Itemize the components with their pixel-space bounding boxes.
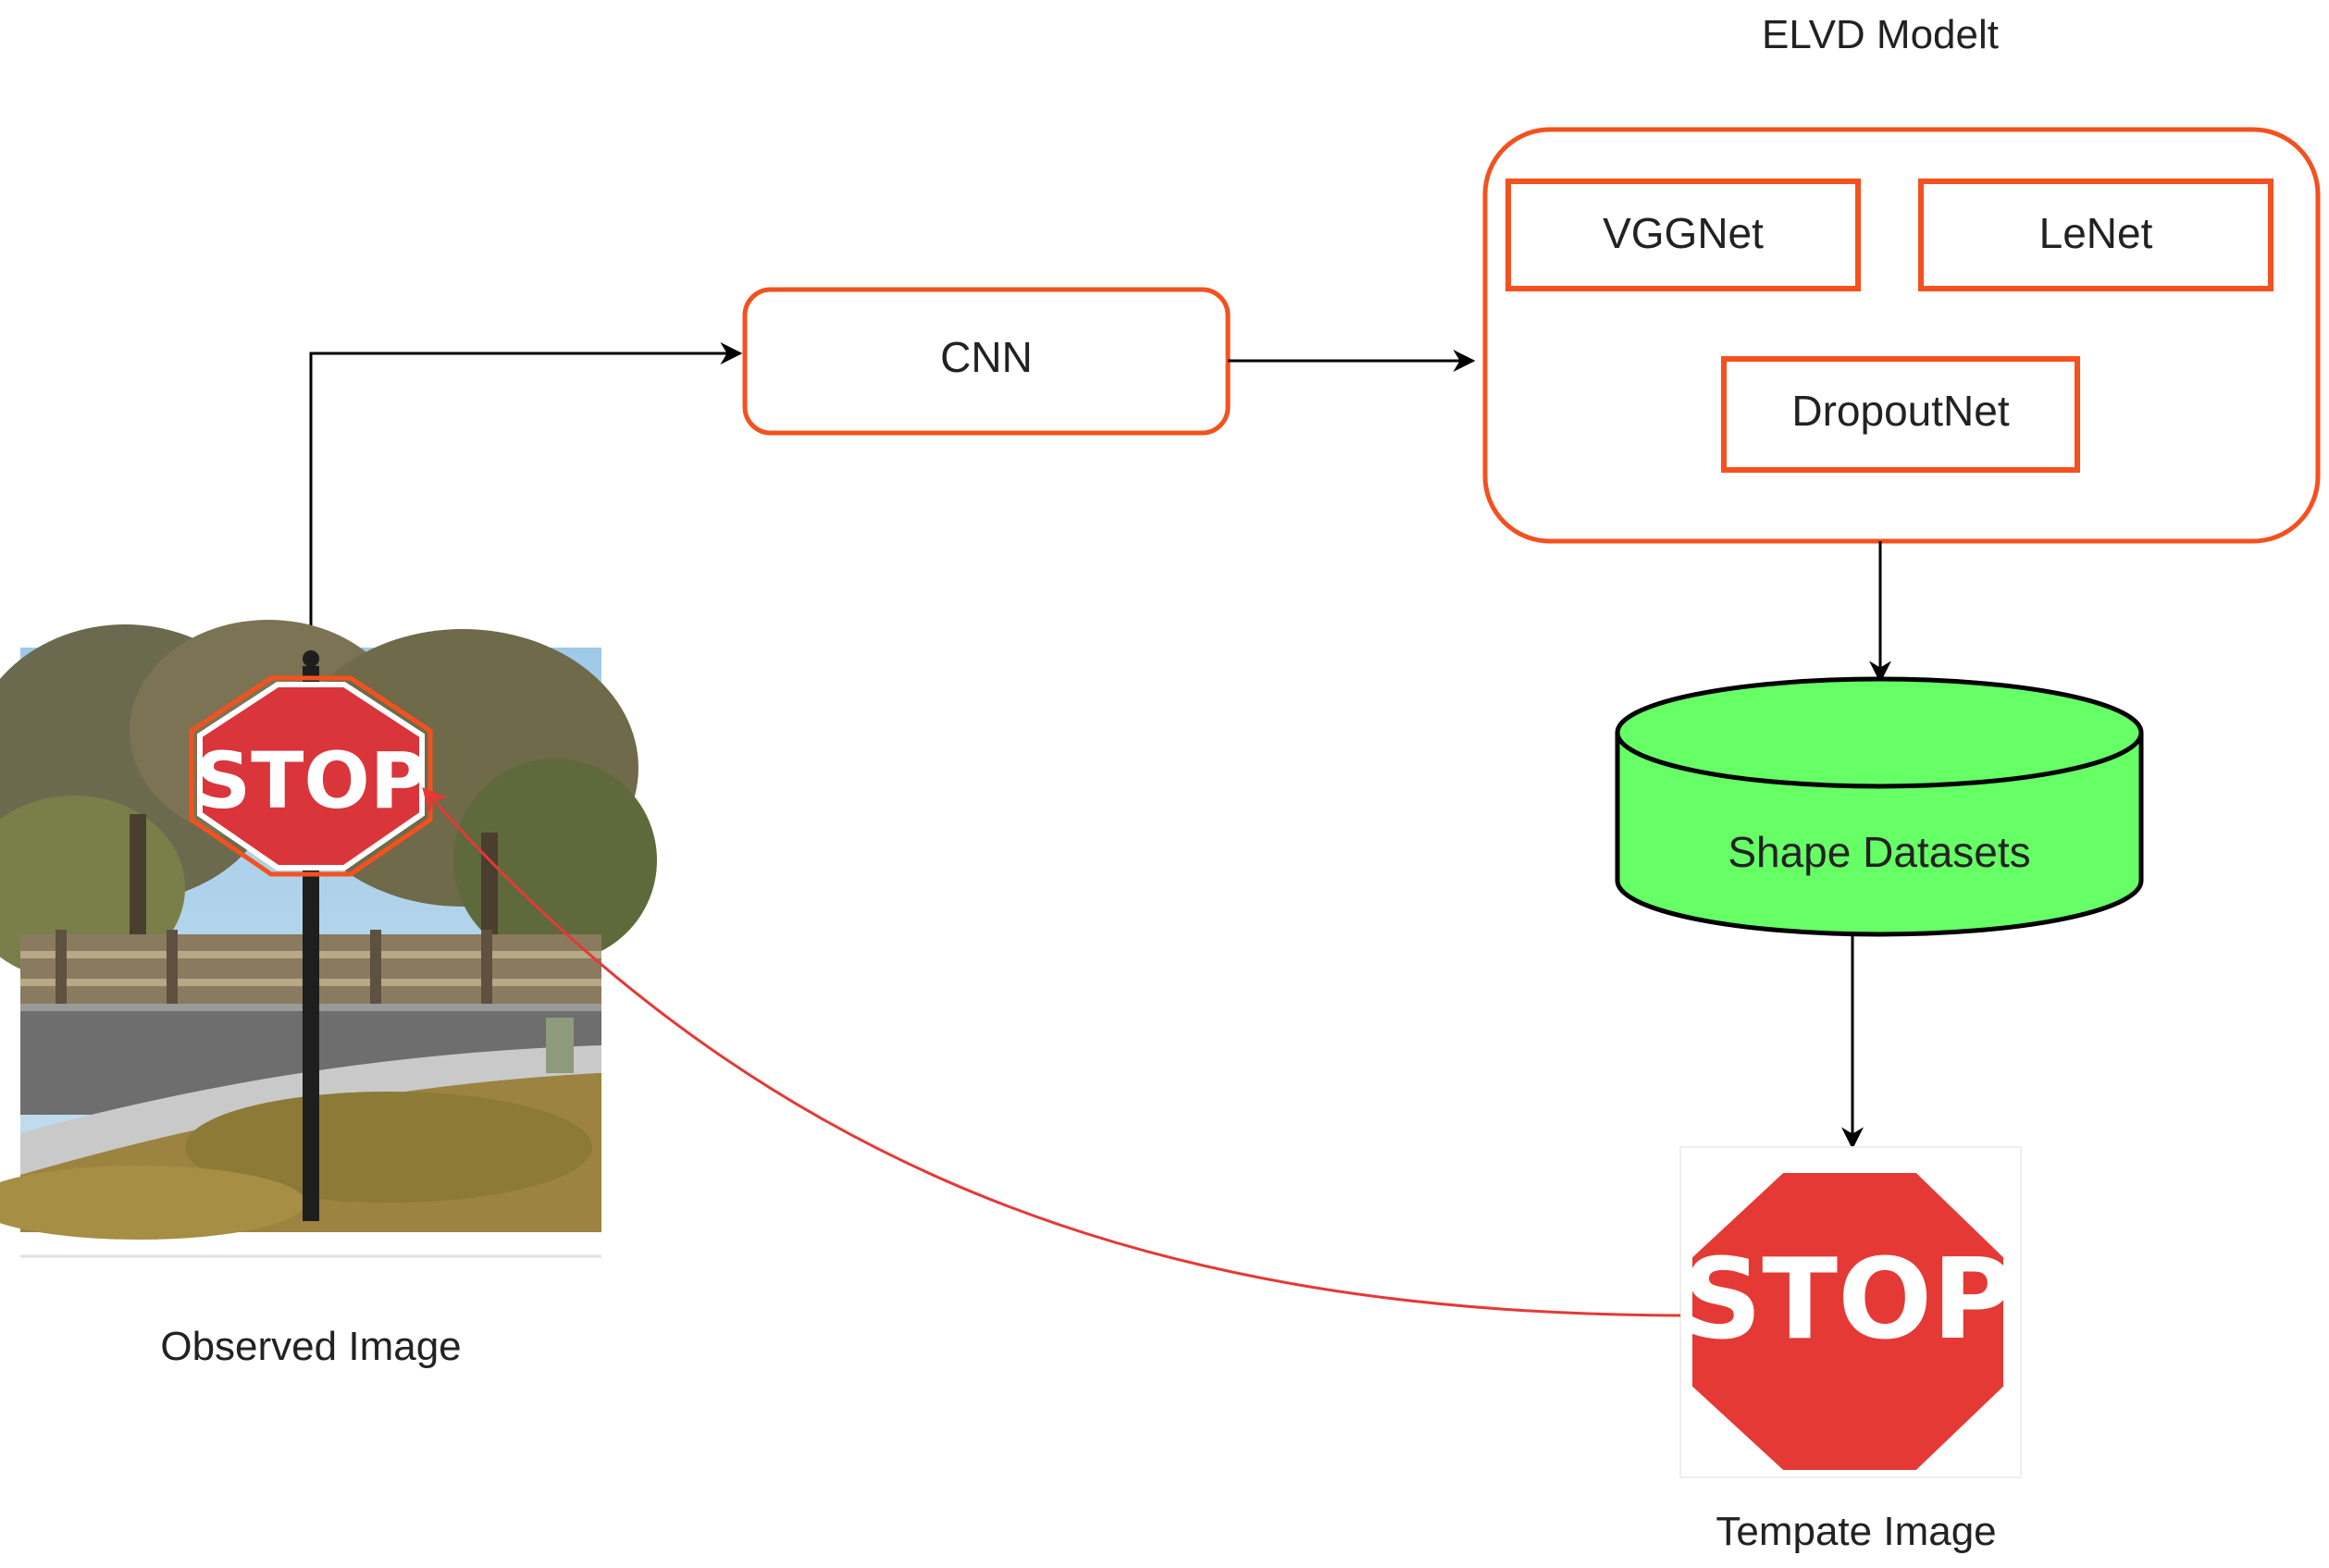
cnn-label: CNN bbox=[940, 333, 1033, 381]
match-arrow bbox=[422, 786, 1681, 1317]
template-caption: Tempate Image bbox=[1716, 1509, 1996, 1554]
lenet-box bbox=[1918, 179, 2273, 291]
dropoutnet-box bbox=[1721, 356, 2080, 473]
vggnet-label: VGGNet bbox=[1603, 209, 1764, 257]
model-group-title: ELVD Modelt bbox=[1762, 12, 1999, 57]
observed-caption: Observed Image bbox=[160, 1324, 461, 1369]
shape-dataset-cylinder bbox=[1615, 676, 2144, 937]
dataset-label: Shape Datasets bbox=[1728, 828, 2030, 876]
template-stop-sign bbox=[1687, 1167, 2009, 1475]
observed-image bbox=[0, 620, 657, 1240]
vggnet-box bbox=[1505, 179, 1861, 291]
observed-to-cnn-arrow bbox=[309, 342, 743, 655]
observed-sign-text: STOP bbox=[195, 735, 427, 826]
template-sign-text: STOP bbox=[1682, 1236, 2013, 1364]
lenet-label: LeNet bbox=[2039, 209, 2153, 257]
dropoutnet-label: DropoutNet bbox=[1791, 387, 2009, 435]
